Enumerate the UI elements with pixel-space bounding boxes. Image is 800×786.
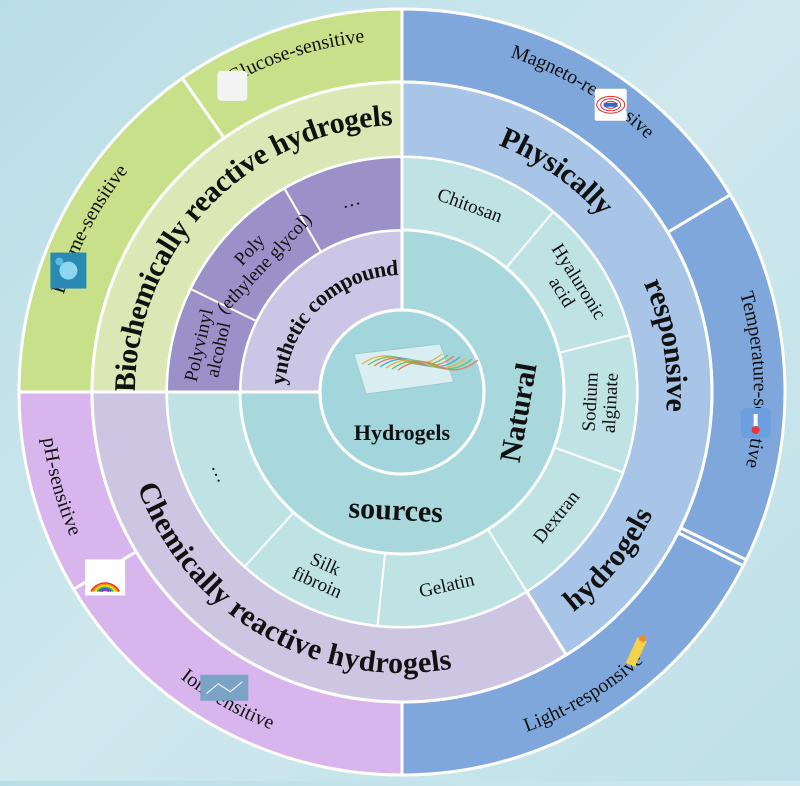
enzyme-cell-icon	[50, 252, 87, 289]
magnet-field-icon	[594, 88, 627, 121]
ph-scale-icon	[85, 559, 126, 596]
light-icon	[625, 634, 647, 667]
synthetic-item-2: …	[339, 188, 363, 213]
svg-text:…: …	[339, 188, 363, 213]
hydrogel-block-icon	[353, 343, 479, 400]
center-hydrogels-label: Hydrogels	[354, 420, 451, 445]
glucose-cube-icon	[217, 70, 248, 101]
thermometer-icon	[740, 407, 771, 438]
svg-text:sources: sources	[348, 491, 444, 529]
center-hub: Hydrogels	[318, 308, 486, 476]
sources-word-label: sources	[348, 491, 444, 529]
svg-text:Sodiumalginate: Sodiumalginate	[579, 371, 623, 433]
natural-item-2: Sodiumalginate	[579, 371, 623, 434]
ion-network-icon	[200, 674, 249, 701]
